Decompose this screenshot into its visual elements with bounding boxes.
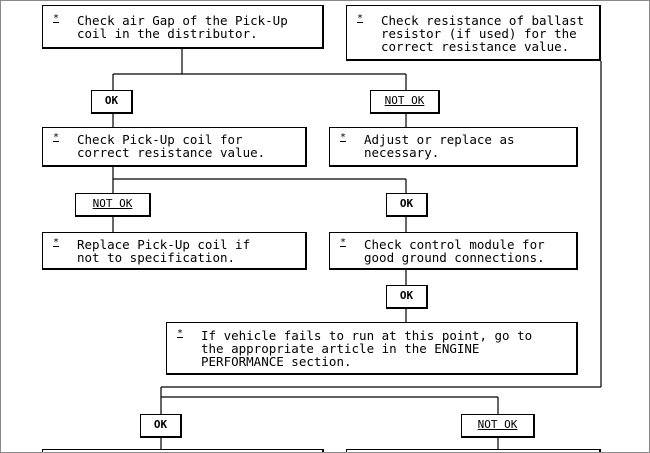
- step-text-line: necessary.: [364, 145, 440, 160]
- step-marker: *: [53, 13, 60, 24]
- branch-ok-label: OK: [91, 90, 133, 114]
- step-text-line: Check Pick-Up coil for: [77, 132, 243, 147]
- step-marker: *: [53, 132, 60, 143]
- step-text-line: PERFORMANCE section.: [201, 354, 352, 369]
- step-marker: *: [177, 328, 184, 339]
- step-text-line: If vehicle fails to run at this point, g…: [201, 328, 533, 343]
- branch-not-ok-label: NOT OK: [370, 90, 440, 114]
- branch-not-ok-label: NOT OK: [461, 414, 535, 438]
- step-text-line: Check resistance of ballast: [381, 13, 585, 28]
- step-adjust-or-replace: * Adjust or replace as necessary.: [329, 127, 578, 167]
- branch-ok-label: OK: [386, 193, 428, 217]
- step-text-line: correct resistance value.: [381, 39, 570, 54]
- step-marker: *: [53, 237, 60, 248]
- step-text-line: not to specification.: [77, 250, 236, 265]
- step-check-air-gap: * Check air Gap of the Pick-Up coil in t…: [42, 5, 324, 49]
- step-check-ballast-resistor: * Check resistance of ballast resistor (…: [346, 5, 601, 61]
- step-replace-pickup-coil: * Replace Pick-Up coil if not to specifi…: [42, 232, 307, 270]
- step-text-line: Check control module for: [364, 237, 545, 252]
- step-text-line: the appropriate article in the ENGINE: [201, 341, 480, 356]
- branch-ok-label: OK: [140, 414, 182, 438]
- step-marker: *: [340, 132, 347, 143]
- step-marker: *: [340, 237, 347, 248]
- step-next-not-ok-partial: [346, 449, 601, 452]
- step-check-pickup-coil-resistance: * Check Pick-Up coil for correct resista…: [42, 127, 307, 167]
- branch-not-ok-label: NOT OK: [75, 193, 151, 217]
- branch-not-ok-text: NOT OK: [92, 197, 133, 210]
- step-text-line: coil in the distributor.: [77, 26, 258, 41]
- step-next-ok-partial: [42, 449, 324, 452]
- step-text-line: Replace Pick-Up coil if: [77, 237, 251, 252]
- step-text-line: correct resistance value.: [77, 145, 266, 160]
- step-check-control-module: * Check control module for good ground c…: [329, 232, 578, 270]
- step-vehicle-fails-to-run: * If vehicle fails to run at this point,…: [166, 322, 578, 375]
- branch-not-ok-text: NOT OK: [477, 418, 518, 431]
- branch-not-ok-text: NOT OK: [384, 94, 425, 107]
- step-text-line: Check air Gap of the Pick-Up: [77, 13, 288, 28]
- step-marker: *: [357, 13, 364, 24]
- branch-ok-label: OK: [386, 285, 428, 309]
- step-text-line: resistor (if used) for the: [381, 26, 577, 41]
- step-text-line: Adjust or replace as: [364, 132, 515, 147]
- step-text-line: good ground connections.: [364, 250, 545, 265]
